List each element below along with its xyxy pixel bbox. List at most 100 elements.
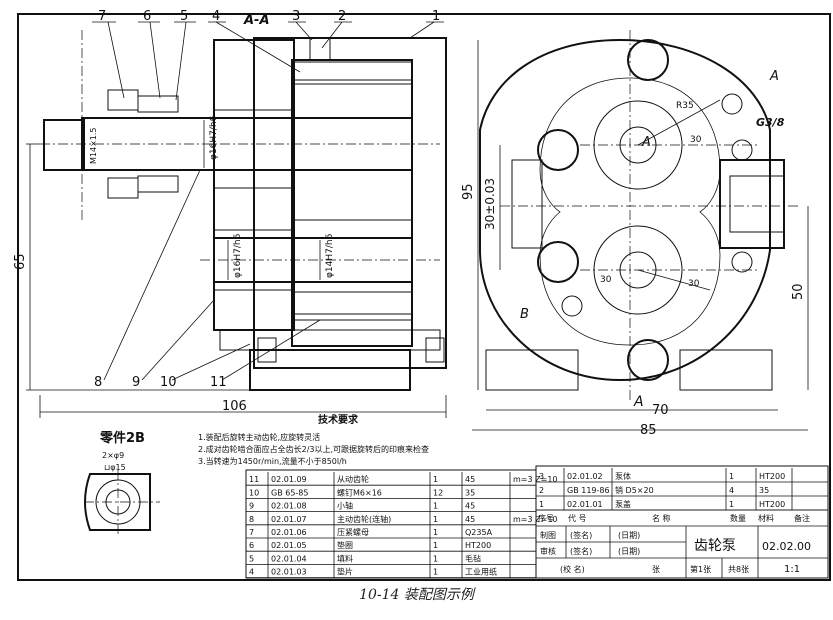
bom-cell: 4 — [249, 568, 254, 577]
bom-cell: 9 — [249, 502, 254, 511]
bom-cell: 1 — [729, 500, 734, 509]
bom-cell: 1 — [433, 528, 438, 537]
bom-cell: 02.01.09 — [271, 475, 307, 484]
dim-angle2: 30 — [600, 275, 612, 285]
bom-cell: 7 — [249, 528, 254, 537]
dim-50: 50 — [791, 283, 806, 300]
section-view — [40, 30, 447, 391]
bom-cell: 11 — [249, 475, 259, 484]
bom-cell: GB 65-85 — [271, 488, 308, 497]
bom-cell: 02.01.01 — [567, 500, 603, 509]
bom-cell: 45 — [465, 475, 475, 484]
dim-angle1: 30 — [690, 135, 702, 145]
tb-sheets: 共8张 — [728, 565, 749, 574]
tb-checked-sign: (签名) — [570, 546, 592, 556]
bom-cell: 35 — [759, 486, 769, 495]
tb-drawn-date: (日期) — [618, 531, 640, 540]
bom-cell: 1 — [729, 472, 734, 481]
bom-cell: 泵体 — [615, 471, 631, 481]
bom-header — [536, 509, 828, 527]
bom-cell: 5 — [249, 554, 254, 563]
bom-header-material: 材料 — [758, 513, 774, 523]
balloon-8: 8 — [94, 375, 102, 390]
detail-title: 零件2B — [99, 430, 145, 446]
dim-30: 30±0.03 — [483, 178, 497, 230]
balloon-9: 9 — [132, 375, 140, 390]
bom-cell: 1 — [433, 515, 438, 524]
bom-cell: 02.01.03 — [271, 568, 307, 577]
bom-cell: 垫片 — [337, 567, 353, 577]
bom-cell: 02.01.06 — [271, 528, 307, 537]
sheet-frame — [17, 13, 831, 581]
bom-cell: 45 — [465, 502, 475, 511]
balloon-7: 7 — [98, 9, 106, 24]
bom-cell: 4 — [729, 486, 734, 495]
balloon-4: 4 — [212, 9, 220, 24]
balloon-6: 6 — [143, 9, 151, 24]
tb-drawing-no: 02.02.00 — [762, 540, 811, 553]
bom-cell: 1 — [433, 475, 438, 484]
bom-cell: 1 — [433, 554, 438, 563]
bom-cell: 1 — [433, 502, 438, 511]
balloon-5: 5 — [180, 9, 188, 24]
bom-header-remark: 备注 — [794, 513, 810, 523]
tb-school: (校 名) — [560, 564, 585, 574]
dim-r35: R35 — [676, 101, 694, 111]
tb-scale: 1:1 — [784, 564, 800, 575]
bom-cell: 02.01.05 — [271, 541, 307, 550]
bom-cell: GB 119-86 — [567, 486, 610, 495]
bom-cell: HT200 — [465, 541, 491, 550]
bom-cell: 02.01.07 — [271, 515, 307, 524]
bom-cell: 1 — [433, 568, 438, 577]
tb-drawn: 制图 — [540, 530, 556, 540]
dim-65: 65 — [13, 253, 28, 270]
dim-thread: M14×1.5 — [89, 127, 98, 164]
bom-cell: 2 — [539, 486, 544, 495]
part-balloons-bottom — [103, 169, 321, 381]
tolerance-mark: G3/8 — [756, 116, 785, 129]
front-view — [479, 30, 800, 400]
bom-cell: HT200 — [759, 500, 785, 509]
bom-cell: 6 — [249, 541, 254, 550]
tech-req-2: 2.成对齿轮啮合面应占全齿长2/3以上,可跟据旋转后的印痕来检查 — [198, 444, 429, 454]
bom-cell: Q235A — [465, 528, 493, 537]
bom-header-name: 名 称 — [652, 513, 671, 523]
bom-cell: 小轴 — [337, 501, 353, 511]
bom-cell: 毛毡 — [465, 553, 481, 563]
balloon-3: 3 — [292, 9, 300, 24]
dim-d16-2: φ16H7/h6 — [233, 233, 243, 278]
bom-cell: 10 — [249, 488, 259, 497]
tb-drawn-sign: (签名) — [570, 530, 592, 540]
bom-cell: m=3 Z=10 — [513, 475, 558, 484]
bom-cell: 销 D5×20 — [615, 485, 654, 495]
bom-cell: 02.01.08 — [271, 502, 307, 511]
tb-checked: 审核 — [540, 546, 556, 556]
tech-req-title: 技术要求 — [318, 413, 359, 426]
tb-part-name: 齿轮泵 — [694, 538, 736, 554]
view-mark-b: B — [520, 307, 529, 322]
bom-cell: 8 — [249, 515, 254, 524]
bom-cell: 3 — [539, 472, 544, 481]
title-block — [536, 526, 828, 578]
left-dimensions — [26, 120, 447, 418]
dim-d16-1: φ16H7/h6 — [209, 115, 219, 160]
tb-sheet-of: 第1张 — [690, 564, 711, 574]
bom-cell: 垫圈 — [337, 540, 353, 550]
bom-cell: 02.01.04 — [271, 554, 307, 563]
detail-dim1: 2×φ9 — [102, 451, 124, 460]
tb-ratio-label: 张 — [652, 565, 660, 574]
bom-cell: 泵盖 — [615, 499, 631, 509]
bom-cell: m=3 Z=10 — [513, 515, 558, 524]
dim-70: 70 — [652, 403, 669, 418]
dim-106: 106 — [222, 399, 247, 414]
bom-header-qty: 数量 — [730, 513, 746, 523]
bom-cell: 压紧螺母 — [337, 527, 369, 537]
bom-cell: 填料 — [337, 553, 353, 563]
bom-cell: 工业用纸 — [465, 567, 497, 577]
section-label: A-A — [243, 13, 270, 28]
part-balloons-top — [92, 21, 444, 101]
bom-cell: 1 — [539, 500, 544, 509]
dim-85: 85 — [640, 423, 657, 438]
